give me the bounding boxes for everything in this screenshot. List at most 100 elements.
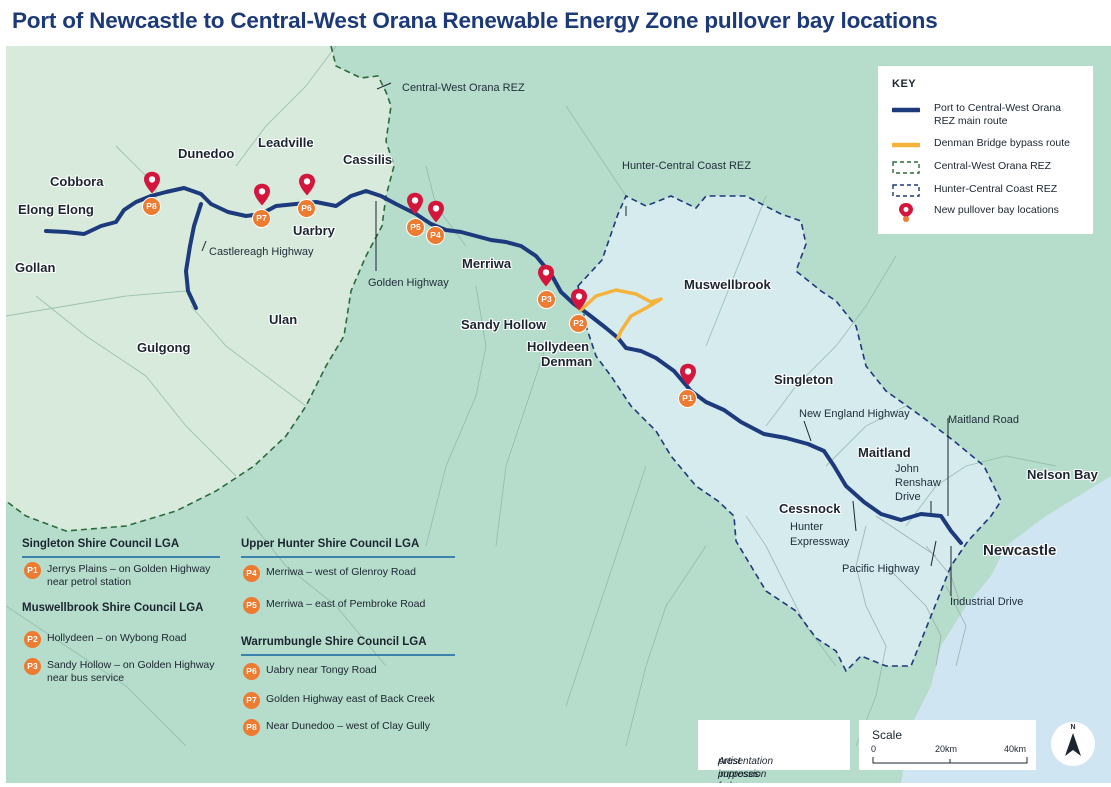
cwo-rez-area — [6, 46, 394, 531]
badge-p3: P3 — [24, 658, 41, 675]
lga-heading-upper-hunter: Upper Hunter Shire Council LGA — [241, 538, 420, 550]
pin-icon-p5[interactable] — [403, 192, 427, 216]
badge-p8: P8 — [243, 719, 260, 736]
road-maitland-road: Maitland Road — [948, 414, 1019, 426]
badge-p1: P1 — [24, 562, 41, 579]
town-cassilis: Cassilis — [343, 152, 393, 167]
town-elong-elong: Elong Elong — [18, 202, 94, 217]
marker-badge-p7[interactable]: P7 — [252, 209, 271, 228]
pin-marker-icon — [899, 203, 913, 222]
pin-icon-p1[interactable] — [676, 363, 700, 387]
scale-tick-0: 0 — [871, 744, 877, 754]
marker-badge-p8[interactable]: P8 — [142, 197, 161, 216]
pin-icon-p4[interactable] — [424, 200, 448, 224]
scale-title: Scale — [872, 728, 903, 742]
cwo-rez-swatch — [892, 161, 920, 174]
town-cobbora: Cobbora — [50, 174, 104, 189]
lga-item-p4-text: Merriwa – west of Glenroy Road — [266, 566, 416, 578]
town-cessnock: Cessnock — [779, 501, 841, 516]
pin-icon-p6[interactable] — [295, 173, 319, 197]
road-castlereagh-highway: Castlereagh Highway — [209, 246, 314, 258]
legend-label-bypass-route: Denman Bridge bypass route — [934, 137, 1070, 149]
hcc-rez-border — [577, 194, 1002, 673]
scale-bar: Scale 0 20km 40km — [859, 720, 1036, 770]
scale-tick-40: 40km — [1004, 744, 1027, 754]
marker-badge-p5[interactable]: P5 — [406, 218, 425, 237]
legend-label-cwo-rez: Central-West Orana REZ — [934, 160, 1052, 172]
road-pacific-highway: Pacific Highway — [842, 563, 920, 575]
lga-item-p3-line2: near bus service — [47, 671, 125, 684]
hcc-rez-area — [578, 196, 1001, 671]
pin-icon-p8[interactable] — [140, 171, 164, 195]
north-arrow: N — [1051, 722, 1095, 766]
road-john-renshaw-2: Renshaw — [895, 477, 941, 489]
minor-roads — [6, 46, 1057, 747]
badge-p5: P5 — [243, 597, 260, 614]
badge-p2: P2 — [24, 631, 41, 648]
marker-badge-p1[interactable]: P1 — [678, 389, 697, 408]
town-dunedoo: Dunedoo — [178, 146, 235, 161]
hcc-rez-label: Hunter-Central Coast REZ — [622, 160, 751, 172]
pin-icon-p3[interactable] — [534, 264, 558, 288]
marker-badge-p4[interactable]: P4 — [426, 226, 445, 245]
road-hunter-expressway-2: Expressway — [790, 536, 850, 548]
pin-icon-p7[interactable] — [250, 183, 274, 207]
legend: KEY Port to Central-West Orana REZ main … — [878, 66, 1093, 234]
town-newcastle: Newcastle — [983, 542, 1057, 559]
town-leadville: Leadville — [258, 135, 314, 150]
town-gulgong: Gulgong — [137, 340, 191, 355]
marker-badge-p2[interactable]: P2 — [569, 314, 588, 333]
hcc-rez-swatch — [892, 184, 920, 197]
road-new-england-highway: New England Highway — [799, 408, 910, 420]
lga-item-p5-text: Merriwa – east of Pembroke Road — [266, 598, 426, 610]
marker-badge-p3[interactable]: P3 — [537, 290, 556, 309]
lga-item-p7-text: Golden Highway east of Back Creek — [266, 693, 435, 705]
main-route-swatch — [892, 107, 920, 113]
lga-heading-warrumbungle: Warrumbungle Shire Council LGA — [241, 636, 427, 648]
main-route-line — [44, 186, 963, 545]
marker-badge-p6[interactable]: P6 — [297, 199, 316, 218]
lga-item-p3-line1: Sandy Hollow – on Golden Highway — [47, 659, 215, 671]
sea-area — [901, 476, 1111, 783]
lga-item-p8-text: Near Dunedoo – west of Clay Gully — [266, 720, 430, 732]
disclaimer-line2: presentation purposes only — [718, 756, 774, 783]
town-merriwa: Merriwa — [462, 256, 512, 271]
town-maitland: Maitland — [858, 445, 911, 460]
town-nelson-bay: Nelson Bay — [1027, 467, 1098, 482]
legend-label-pullover-bay: New pullover bay locations — [934, 204, 1059, 216]
pin-icon-p2[interactable] — [567, 288, 591, 312]
town-gollan: Gollan — [15, 260, 56, 275]
castlereagh-highway-route — [184, 202, 203, 310]
town-singleton: Singleton — [774, 372, 834, 387]
north-arrow-icon — [1065, 733, 1081, 756]
scale-ruler — [872, 757, 1028, 764]
legend-title: KEY — [892, 78, 917, 90]
lga-item-p1-line2: near petrol station — [47, 575, 132, 588]
disclaimer-line1: Artist impression for — [718, 756, 767, 783]
legend-label-hcc-rez: Hunter-Central Coast REZ — [934, 183, 1058, 195]
road-john-renshaw-3: Drive — [895, 491, 921, 503]
badge-p7: P7 — [243, 692, 260, 709]
badge-p6: P6 — [243, 663, 260, 680]
town-denman: Denman — [541, 354, 593, 369]
town-uarbry: Uarbry — [293, 223, 335, 238]
bypass-route-line — [579, 288, 663, 340]
lga-divider-singleton — [22, 556, 220, 558]
lga-heading-singleton: Singleton Shire Council LGA — [22, 538, 180, 550]
lga-divider-warrumbungle — [241, 654, 455, 656]
disclaimer-note: Artist impression forpresentation purpos… — [698, 720, 850, 783]
map-canvas[interactable]: Central-West Orana REZ Hunter-Central Co… — [6, 46, 1111, 783]
north-label: N — [1070, 724, 1076, 731]
lga-item-p6-text: Uabry near Tongy Road — [266, 664, 377, 676]
lga-divider-upper-hunter — [241, 556, 455, 558]
cwo-rez-border — [6, 46, 395, 532]
road-golden-highway: Golden Highway — [368, 277, 449, 289]
scale-tick-20: 20km — [935, 744, 958, 754]
town-sandy-hollow: Sandy Hollow — [461, 317, 547, 332]
town-hollydeen: Hollydeen — [527, 339, 590, 354]
map-base-layer — [6, 46, 1111, 783]
lga-item-p2-text: Hollydeen – on Wybong Road — [47, 632, 187, 644]
lga-item-p1-line1: Jerrys Plains – on Golden Highway — [47, 563, 211, 575]
